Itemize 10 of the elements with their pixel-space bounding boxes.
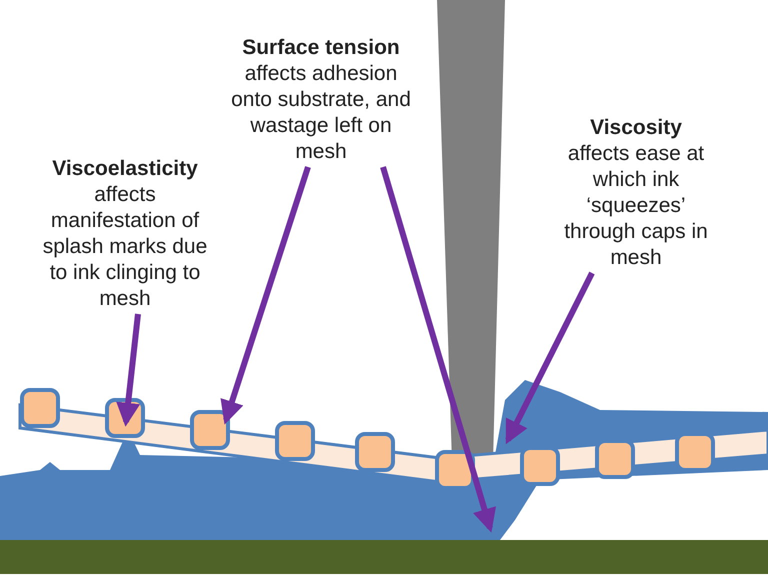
- leader-arrow: [116, 314, 141, 427]
- callout-text: affects ease at which ink ‘squeezes’ through caps in mesh: [563, 141, 709, 271]
- leader-arrow: [380, 166, 496, 533]
- callout-heading: Surface tension: [241, 35, 401, 61]
- leader-arrow: [505, 272, 595, 444]
- callout-text: affects adhesion onto substrate, and wastage left on mesh: [230, 61, 412, 165]
- callout-text: affects manifestation of splash marks due to ink clinging to mesh: [42, 182, 208, 312]
- callout-heading: Viscosity: [589, 115, 683, 141]
- callout-heading: Viscoelasticity: [51, 156, 199, 182]
- leader-arrow: [220, 166, 311, 425]
